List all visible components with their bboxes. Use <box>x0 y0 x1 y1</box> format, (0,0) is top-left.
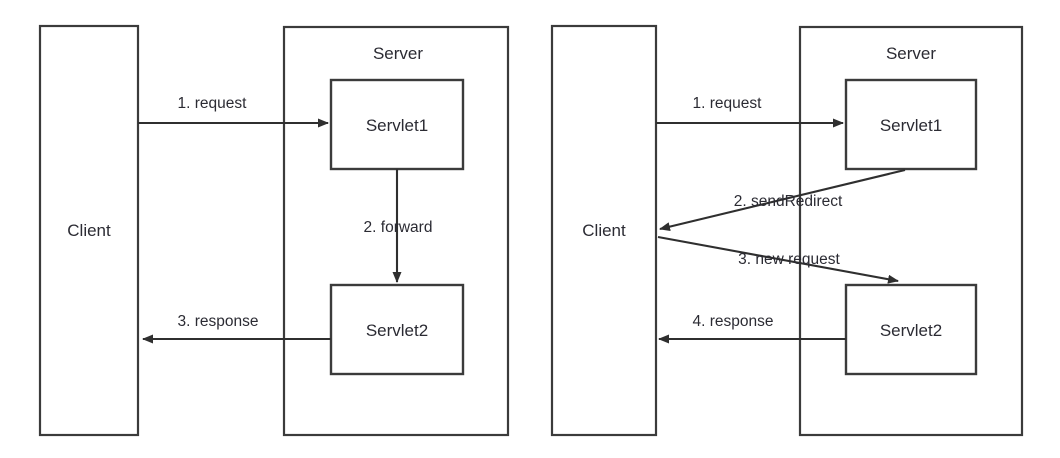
client-container-forward <box>38 24 140 437</box>
arrow-newrequest-sendredirect <box>657 235 899 284</box>
arrow-sendredirect-sendredirect <box>659 168 906 232</box>
client-label-sendredirect: Client <box>582 221 626 240</box>
arrow-label-forward-forward: 2. forward <box>364 219 433 236</box>
server-label-forward: Server <box>373 44 423 63</box>
servlet1-label-sendredirect: Servlet1 <box>880 116 942 135</box>
arrow-label-request-sendredirect: 1. request <box>693 95 763 112</box>
arrow-label-sendredirect-sendredirect: 2. sendRedirect <box>734 193 843 210</box>
servlet1-box-sendredirect <box>844 78 978 171</box>
client-container-sendredirect <box>550 24 658 437</box>
panel-forward: Client Server Servlet1 Servlet2 1. reque… <box>38 24 510 437</box>
arrow-label-newrequest-sendredirect: 3. new request <box>738 251 840 268</box>
servlet2-label-forward: Servlet2 <box>366 321 428 340</box>
client-label-forward: Client <box>67 221 111 240</box>
server-label-sendredirect: Server <box>886 44 936 63</box>
servlet2-box-sendredirect <box>844 283 978 376</box>
arrow-label-request-forward: 1. request <box>178 95 248 112</box>
panel-sendredirect: Client Server Servlet1 Servlet2 1. reque… <box>550 24 1024 437</box>
servlet2-box-forward <box>329 283 465 376</box>
servlet1-label-forward: Servlet1 <box>366 116 428 135</box>
servlet2-label-sendredirect: Servlet2 <box>880 321 942 340</box>
arrow-label-response-sendredirect: 4. response <box>693 313 774 330</box>
arrow-label-response-forward: 3. response <box>178 313 259 330</box>
